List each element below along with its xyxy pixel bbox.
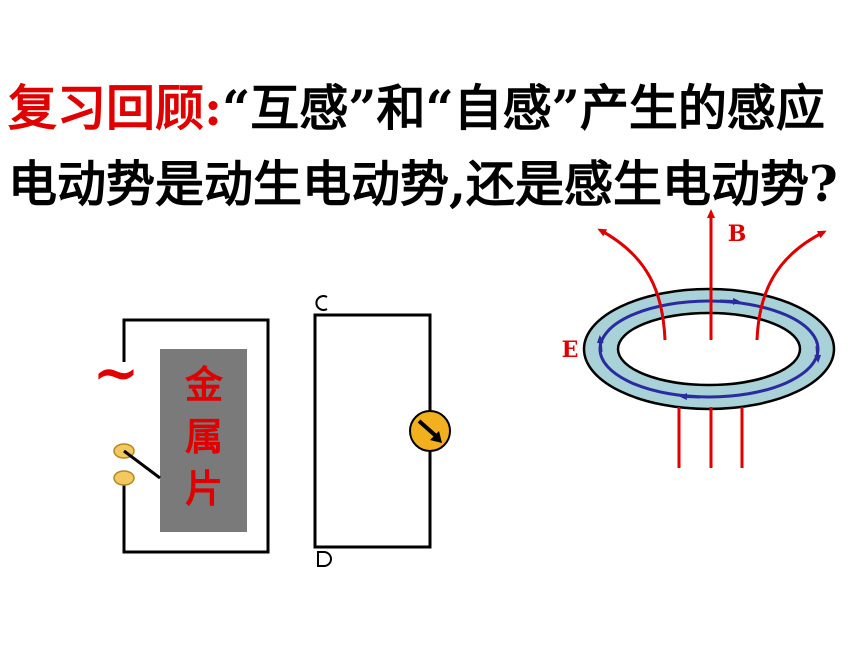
field-line-left bbox=[597, 228, 667, 341]
metal-plate bbox=[160, 349, 247, 532]
galvanometer-icon bbox=[409, 410, 451, 452]
metal-char-2: 属 bbox=[185, 415, 223, 459]
metal-char-3: 片 bbox=[185, 467, 223, 511]
e-arrow-right bbox=[814, 345, 822, 363]
b-label: B bbox=[728, 221, 747, 247]
switch-lever bbox=[123, 449, 161, 480]
primary-wire bbox=[122, 318, 270, 554]
terminal-lower bbox=[113, 470, 135, 486]
primary-circuit: ~ 金 属 片 bbox=[93, 318, 270, 554]
e-arrow-bottom bbox=[679, 393, 701, 401]
question-body: “互感”和“自感”产生的感应电动势是动生电动势,还是感生电动势? bbox=[8, 79, 838, 213]
coil-end-top bbox=[315, 295, 328, 311]
secondary-circuit bbox=[313, 295, 451, 567]
field-line-right bbox=[755, 230, 827, 341]
electric-field-loop bbox=[598, 299, 820, 399]
ring bbox=[582, 287, 836, 411]
e-arrow-top bbox=[719, 297, 741, 305]
metal-char-1: 金 bbox=[184, 363, 224, 407]
field-diagram: B E bbox=[562, 209, 836, 468]
ac-source-icon: ~ bbox=[93, 340, 140, 406]
coil-end-bottom bbox=[317, 551, 332, 567]
question-text: 复习回顾:“互感”和“自感”产生的感应电动势是动生电动势,还是感生电动势? bbox=[8, 70, 848, 222]
question-label: 复习回顾: bbox=[8, 79, 223, 137]
e-label: E bbox=[562, 337, 579, 363]
e-arrow-left bbox=[596, 335, 604, 353]
